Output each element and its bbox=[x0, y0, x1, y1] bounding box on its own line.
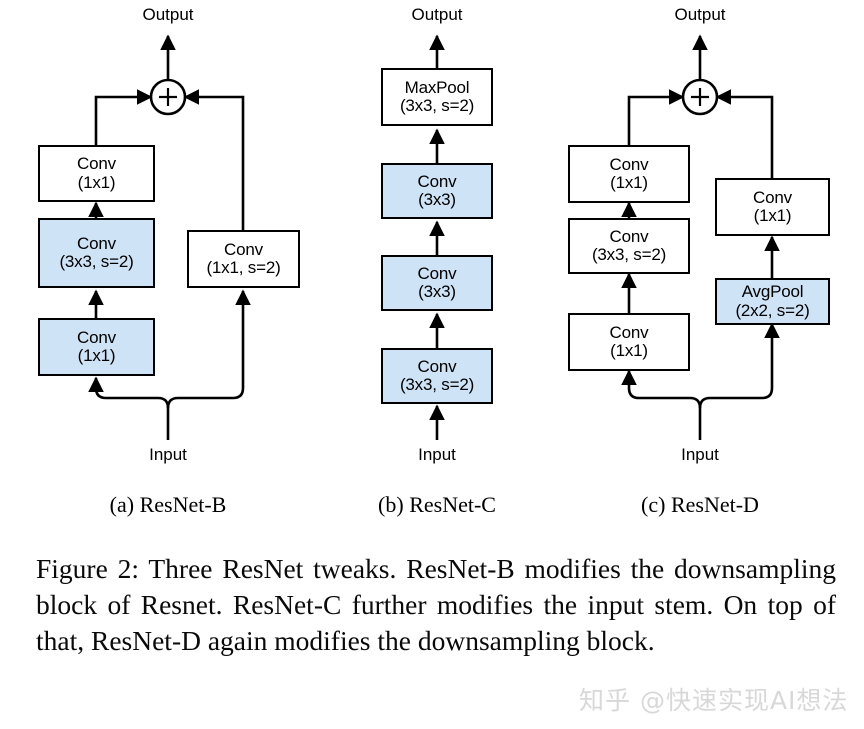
node-label-line1: Conv bbox=[417, 263, 457, 283]
node-label-line2: (1x1) bbox=[753, 206, 792, 225]
node-c-main-conv1[interactable]: Conv (1x1) bbox=[568, 313, 690, 371]
caption-text: Figure 2: Three ResNet tweaks. ResNet-B … bbox=[36, 553, 836, 656]
edge-c-skip-to-plus bbox=[715, 89, 774, 178]
node-a-main-conv2[interactable]: Conv (3x3, s=2) bbox=[38, 218, 155, 288]
node-label-line2: (3x3, s=2) bbox=[59, 252, 134, 271]
panel-c-input-label: Input bbox=[681, 445, 719, 464]
node-label-line1: Conv bbox=[224, 239, 263, 259]
node-c-skip-pool[interactable]: AvgPool (2x2, s=2) bbox=[715, 278, 830, 325]
node-label-line2: (1x1) bbox=[610, 341, 648, 360]
panel-c-sub-caption: (c) ResNet-D bbox=[641, 492, 759, 517]
panel-b-input-label: Input bbox=[418, 445, 456, 464]
node-label-line2: (2x2, s=2) bbox=[735, 300, 810, 320]
node-label-line2: (3x3, s=2) bbox=[399, 96, 475, 115]
node-b-conv2[interactable]: Conv (3x3) bbox=[381, 255, 493, 311]
node-c-main-conv2[interactable]: Conv (3x3, s=2) bbox=[568, 218, 690, 274]
node-b-conv1[interactable]: Conv (3x3, s=2) bbox=[381, 348, 493, 404]
node-label-line1: MaxPool bbox=[404, 77, 470, 97]
edge-c-fork-left bbox=[621, 369, 702, 409]
node-c-main-conv3[interactable]: Conv (1x1) bbox=[568, 145, 690, 203]
panel-b-output-label: Output bbox=[411, 5, 463, 24]
panel-a-output-label: Output bbox=[142, 5, 194, 24]
edge-a-main-to-plus bbox=[94, 89, 153, 145]
node-label-line1: Conv bbox=[753, 187, 792, 207]
connector-svg bbox=[88, 34, 780, 440]
node-label-line1: Conv bbox=[77, 233, 116, 253]
panel-c-output-label: Output bbox=[674, 5, 726, 24]
node-a-main-conv1[interactable]: Conv (1x1) bbox=[38, 318, 155, 376]
edge-c-fork-right bbox=[698, 322, 780, 409]
node-label-line1: Conv bbox=[609, 226, 649, 246]
edge-a-fork-right bbox=[166, 289, 251, 409]
node-label-line1: AvgPool bbox=[741, 282, 804, 302]
panel-a-sub-caption: (a) ResNet-B bbox=[109, 492, 227, 517]
node-label-line2: (1x1) bbox=[77, 346, 116, 365]
node-label-line1: Conv bbox=[417, 171, 457, 191]
node-label-line1: Conv bbox=[77, 154, 116, 174]
zhihu-watermark: 知乎 @快速实现AI想法 bbox=[579, 686, 849, 715]
node-c-skip-conv[interactable]: Conv (1x1) bbox=[715, 178, 830, 236]
node-b-conv3[interactable]: Conv (3x3) bbox=[381, 163, 493, 219]
node-label-line1: Conv bbox=[77, 327, 116, 347]
node-b-maxpool[interactable]: MaxPool (3x3, s=2) bbox=[381, 68, 493, 126]
figure-caption: Figure 2: Three ResNet tweaks. ResNet-B … bbox=[36, 551, 836, 658]
node-a-main-conv3[interactable]: Conv (1x1) bbox=[38, 145, 155, 202]
diagram-connectors-layer bbox=[88, 34, 780, 440]
node-label-line2: (1x1, s=2) bbox=[206, 258, 281, 277]
edge-c-main-to-plus bbox=[627, 89, 685, 145]
node-label-line2: (3x3) bbox=[418, 282, 456, 301]
panel-a-connectors bbox=[88, 34, 251, 440]
node-label-line2: (3x3) bbox=[418, 190, 456, 209]
node-label-line2: (3x3, s=2) bbox=[591, 245, 667, 264]
panel-b-sub-caption: (b) ResNet-C bbox=[378, 492, 496, 517]
node-label-line2: (1x1) bbox=[610, 173, 648, 192]
node-label-line1: Conv bbox=[609, 322, 649, 342]
panel-a-input-label: Input bbox=[149, 445, 187, 464]
node-label-line2: (3x3, s=2) bbox=[399, 375, 475, 394]
node-label-line2: (1x1) bbox=[77, 172, 116, 192]
node-label-line1: Conv bbox=[417, 356, 457, 376]
edge-a-fork-left bbox=[88, 376, 170, 409]
node-a-skip-conv[interactable]: Conv (1x1, s=2) bbox=[187, 230, 300, 288]
edge-a-skip-to-plus bbox=[183, 89, 245, 230]
panel-c-connectors bbox=[621, 34, 780, 440]
node-label-line1: Conv bbox=[609, 154, 649, 174]
